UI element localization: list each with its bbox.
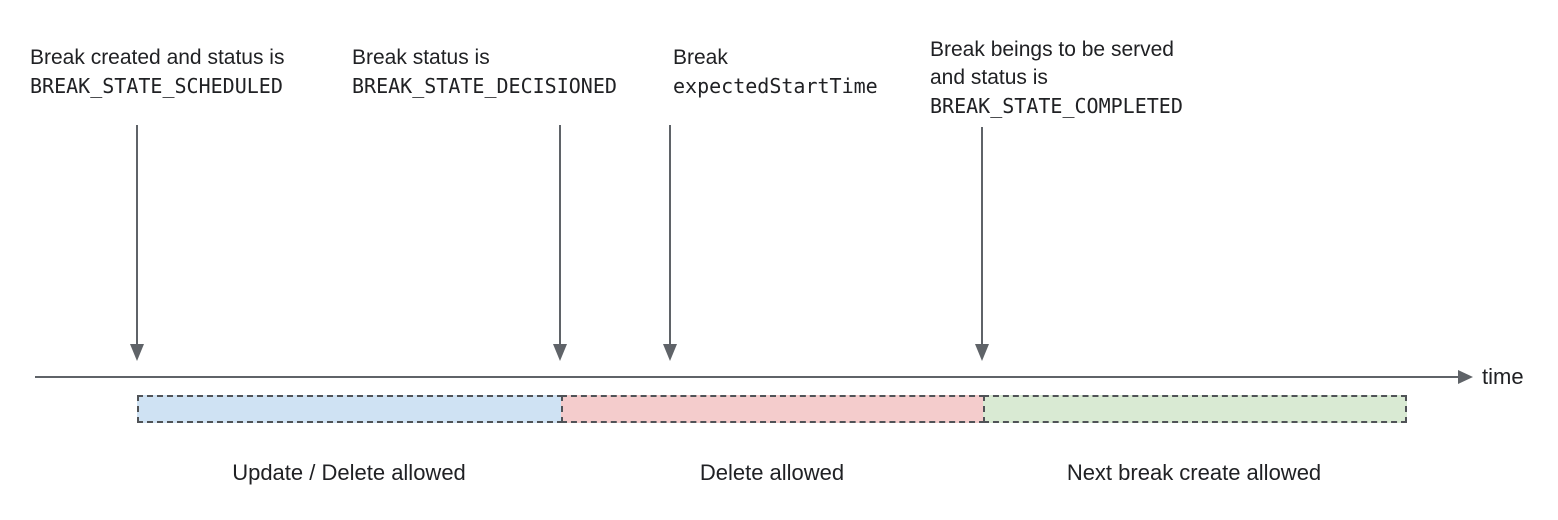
down-arrow-decisioned — [553, 125, 567, 361]
arrow-shaft — [136, 125, 138, 345]
segment-delete-allowed — [561, 395, 985, 423]
down-arrow-scheduled — [130, 125, 144, 361]
down-arrow-expected-start — [663, 125, 677, 361]
down-arrowhead-icon — [130, 344, 144, 361]
annotation-code: BREAK_STATE_SCHEDULED — [30, 74, 283, 98]
time-axis-arrowhead-icon — [1458, 370, 1473, 384]
annotation-text: Break — [673, 46, 728, 69]
time-axis-label: time — [1482, 364, 1524, 389]
annotation-text: and status is — [930, 66, 1048, 89]
down-arrowhead-icon — [663, 344, 677, 361]
annotation-text: Break status is — [352, 46, 490, 69]
phase-label-delete: Delete allowed — [699, 460, 845, 485]
time-axis — [35, 376, 1459, 378]
arrow-shaft — [559, 125, 561, 345]
down-arrow-completed — [975, 127, 989, 361]
segment-next-break-create-allowed — [983, 395, 1407, 423]
arrow-shaft — [669, 125, 671, 345]
segment-update-delete-allowed — [137, 395, 563, 423]
annotation-break-scheduled: Break created and status is BREAK_STATE_… — [30, 44, 284, 100]
annotation-code: BREAK_STATE_DECISIONED — [352, 74, 617, 98]
phase-bar — [137, 395, 1407, 423]
arrow-shaft — [981, 127, 983, 345]
down-arrowhead-icon — [553, 344, 567, 361]
annotation-break-completed: Break beings to be served and status is … — [930, 36, 1183, 120]
annotation-expected-start-time: Break expectedStartTime — [673, 44, 878, 100]
annotation-code: BREAK_STATE_COMPLETED — [930, 94, 1183, 118]
down-arrowhead-icon — [975, 344, 989, 361]
annotation-text: Break beings to be served — [930, 38, 1174, 61]
annotation-break-decisioned: Break status is BREAK_STATE_DECISIONED — [352, 44, 617, 100]
annotation-text: Break created and status is — [30, 46, 285, 69]
phase-label-update-delete: Update / Delete allowed — [232, 460, 466, 485]
annotation-code: expectedStartTime — [673, 74, 878, 98]
phase-label-next-break: Next break create allowed — [1066, 460, 1322, 485]
